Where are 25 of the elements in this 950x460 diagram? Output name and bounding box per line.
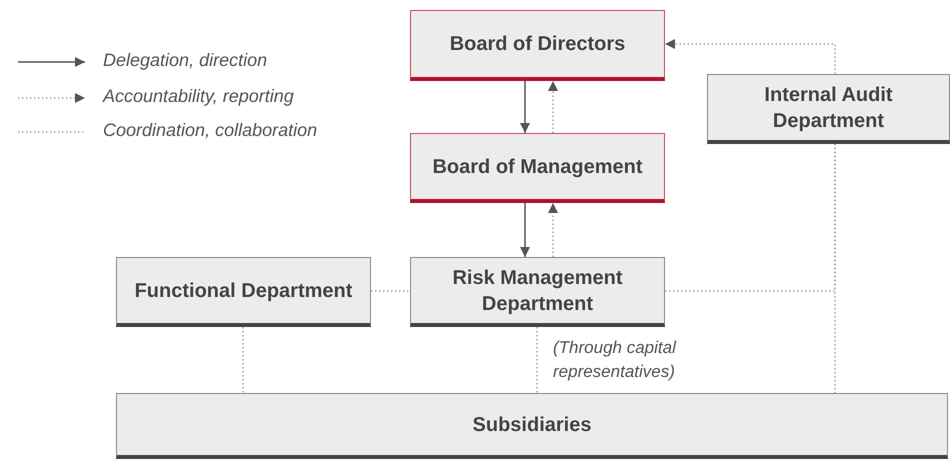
box-label: Board of Directors [450,32,626,57]
department-box [707,74,950,144]
legend-label: Coordination, collaboration [103,120,318,141]
connector-line [536,326,538,394]
legend-label: Accountability, reporting [103,86,294,107]
arrow [548,80,558,134]
department-box [410,10,665,81]
arrow [520,203,530,257]
box-label: Risk Management Department [451,266,624,316]
connector-line [242,326,244,394]
arrow [664,39,836,74]
connector-line [370,290,410,292]
box-label: Functional Department [134,278,352,304]
department-box [116,393,948,459]
arrow [548,202,558,258]
legend-label: Delegation, direction [103,50,268,71]
arrow [520,81,530,133]
department-box [410,257,665,327]
box-label: Internal Audit Department [763,82,894,134]
box-label: Board of Management [432,154,643,180]
edge-label: (Through capital representatives) [553,337,678,383]
connector-line [834,144,836,394]
box-label: Subsidiaries [472,412,592,438]
department-box [410,133,665,203]
department-box [116,257,371,327]
